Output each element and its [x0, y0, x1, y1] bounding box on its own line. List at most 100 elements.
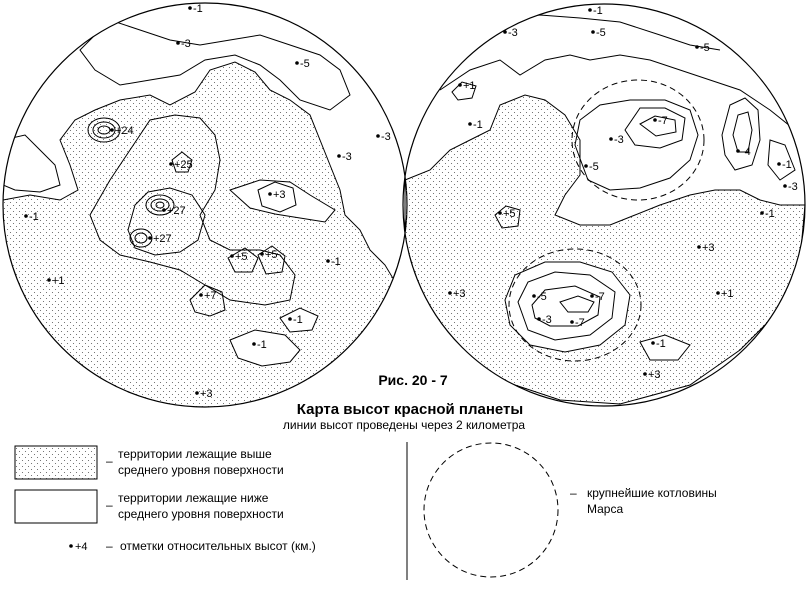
right-elevation-label: +1 [463, 80, 476, 92]
left-elevation-dot [230, 254, 234, 258]
right-elevation-label: -3 [542, 314, 552, 326]
right-basin-contour-a [517, 271, 616, 341]
left-elevation-dot [24, 214, 28, 218]
right-contour-north-1 [439, 54, 796, 131]
legend: – территории лежащие выше среднего уровн… [14, 442, 717, 580]
right-elevation-dot [590, 294, 594, 298]
right-elevation-label: -5 [537, 291, 547, 303]
left-elevation-label: -5 [300, 58, 310, 70]
right-elevation-label: -1 [782, 159, 792, 171]
right-elevation-dot [643, 372, 647, 376]
left-elevation-label: +3 [273, 189, 286, 201]
right-elevation-dot [584, 164, 588, 168]
right-elevation-dot [783, 184, 787, 188]
volcano-rings-left [87, 117, 175, 248]
left-elevation-label: +24 [115, 125, 134, 137]
left-lowland-patch-2 [229, 329, 301, 367]
left-lowland-north [79, 19, 351, 111]
right-elevation-label: +3 [453, 288, 466, 300]
left-elevation-dot [252, 342, 256, 346]
right-elevation-label: +3 [702, 242, 715, 254]
right-hemisphere: -1-3-5-5+1-1-7-3-5-4-1-3+5-1+3+3-5-7-3-7… [402, 3, 806, 407]
left-hemisphere: -1-3-5+24+25+27+27-3-3+3-1+1+5+5-1+7-1-1… [2, 2, 408, 408]
left-elevation-dot [176, 41, 180, 45]
right-elevation-dot [716, 291, 720, 295]
legend-dash-above: – [106, 454, 113, 468]
right-elevation-label: -7 [575, 317, 585, 329]
right-elevation-dot [695, 45, 699, 49]
right-contour-crater-1 [574, 99, 699, 191]
right-basin-contour-c [559, 295, 595, 313]
left-elevation-dot [295, 61, 299, 65]
right-basin-contour-b [531, 285, 601, 327]
right-elevation-dot [651, 341, 655, 345]
right-elevation-label: -1 [656, 338, 666, 350]
right-elevation-dot [458, 83, 462, 87]
left-highland-region [3, 61, 406, 407]
left-elevation-label: -1 [193, 3, 203, 15]
left-contour-3 [189, 284, 226, 317]
left-elevation-label: +5 [265, 249, 278, 261]
right-elevation-label: -5 [596, 27, 606, 39]
left-elevation-label: -3 [381, 131, 391, 143]
left-elevation-dot [47, 278, 51, 282]
right-elevation-dot [448, 291, 452, 295]
legend-swatch-above [14, 445, 98, 480]
left-elevation-label: -3 [342, 151, 352, 163]
right-contour-crater-3 [639, 115, 677, 137]
left-elevation-label: +7 [204, 290, 217, 302]
left-contour-1 [89, 114, 296, 306]
right-elevation-dot [498, 211, 502, 215]
right-highland-knob [494, 205, 521, 229]
right-contour-crater-2 [624, 107, 686, 149]
basin-dashed-circles [508, 79, 705, 362]
legend-basin-label-1: крупнейшие котловины [587, 486, 717, 500]
right-elevation-dot [736, 149, 740, 153]
left-elevation-label: +3 [200, 388, 213, 400]
left-elevation-dot [195, 391, 199, 395]
right-elevation-label: -1 [593, 5, 603, 17]
legend-label-below-2: среднего уровня поверхности [118, 507, 284, 521]
left-elevation-dot [260, 252, 264, 256]
left-elevation-dot [326, 259, 330, 263]
left-elevation-label: +25 [174, 159, 193, 171]
legend-basin-circle [423, 442, 559, 578]
right-elevation-label: -3 [508, 27, 518, 39]
right-elevation-label: -7 [595, 291, 605, 303]
right-elevation-label: +1 [721, 288, 734, 300]
left-contour-5 [257, 245, 286, 275]
legend-label-below-1: территории лежащие ниже [118, 491, 269, 505]
right-elevation-label: -3 [614, 134, 624, 146]
basin-south-outline [508, 248, 642, 362]
right-elevation-label: -1 [473, 119, 483, 131]
right-elevation-dot [609, 137, 613, 141]
left-elevation-dot [268, 192, 272, 196]
right-elevation-dot [591, 30, 595, 34]
legend-basin-label-2: Марса [587, 502, 623, 516]
legend-mark-dot [69, 544, 73, 548]
left-contour-7 [171, 151, 193, 173]
right-elevation-dot [697, 245, 701, 249]
basin-north-outline [571, 79, 705, 201]
left-elevation-dot [110, 128, 114, 132]
right-elevation-label: -4 [741, 146, 751, 158]
right-elevation-dot [537, 317, 541, 321]
left-elevation-dot [148, 236, 152, 240]
right-basin-lowland [504, 261, 631, 353]
left-elevation-label: -1 [29, 211, 39, 223]
left-elevation-label: +27 [153, 233, 172, 245]
map-title: Карта высот красной планеты [297, 401, 523, 418]
left-elevation-dot [199, 293, 203, 297]
legend-dash-below: – [106, 498, 113, 512]
legend-swatch-below [14, 489, 98, 524]
left-elevation-label: +1 [52, 275, 65, 287]
left-contour-2 [127, 187, 206, 256]
left-elevation-label: -1 [257, 339, 267, 351]
right-elevation-dot [653, 118, 657, 122]
left-elevation-dot [337, 154, 341, 158]
legend-label-above-2: среднего уровня поверхности [118, 463, 284, 477]
map-subtitle: линии высот проведены через 2 километра [283, 418, 526, 432]
left-elevation-dot [162, 208, 166, 212]
right-elevation-marks: -1-3-5-5+1-1-7-3-5-4-1-3+5-1+3+3-5-7-3-7… [448, 5, 798, 381]
